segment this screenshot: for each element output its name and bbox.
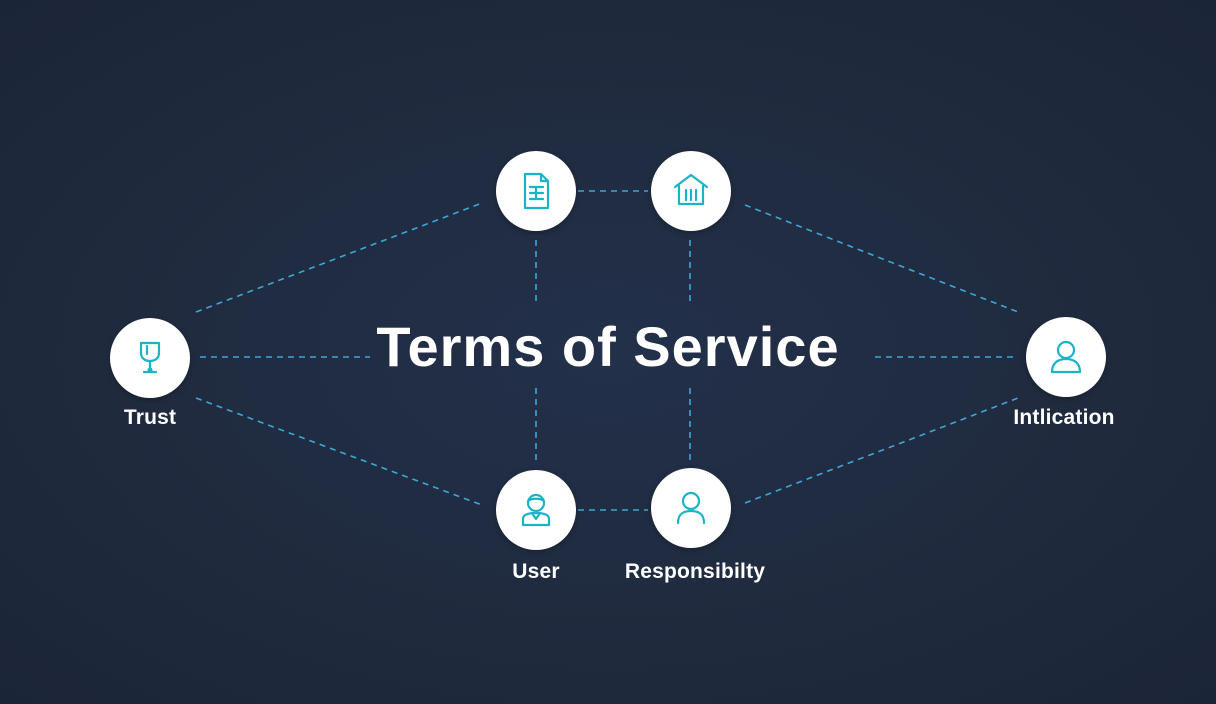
trust-label: Trust bbox=[123, 406, 177, 429]
connector-trust-user bbox=[195, 397, 483, 506]
diagram-title: Terms of Service bbox=[376, 315, 840, 378]
user-label: User bbox=[512, 560, 560, 583]
connector-trust-document bbox=[195, 202, 483, 313]
connector-building-intlication bbox=[744, 204, 1019, 313]
connector-responsibility-intlication bbox=[744, 397, 1019, 504]
intlication-node[interactable] bbox=[1026, 317, 1106, 397]
intlication-label: Intlication bbox=[1013, 406, 1115, 429]
trust-node[interactable] bbox=[110, 318, 190, 398]
responsibility-label: Responsibilty bbox=[624, 560, 766, 583]
user-node[interactable] bbox=[496, 470, 576, 550]
award-cup-icon bbox=[139, 341, 161, 374]
building-node[interactable] bbox=[651, 151, 731, 231]
person-icon bbox=[1050, 340, 1082, 374]
document-icon bbox=[523, 172, 550, 210]
user-avatar-icon bbox=[521, 493, 551, 527]
bank-building-icon bbox=[673, 173, 709, 206]
responsibility-node[interactable] bbox=[651, 468, 731, 548]
person-outline-icon bbox=[676, 491, 706, 525]
document-node[interactable] bbox=[496, 151, 576, 231]
